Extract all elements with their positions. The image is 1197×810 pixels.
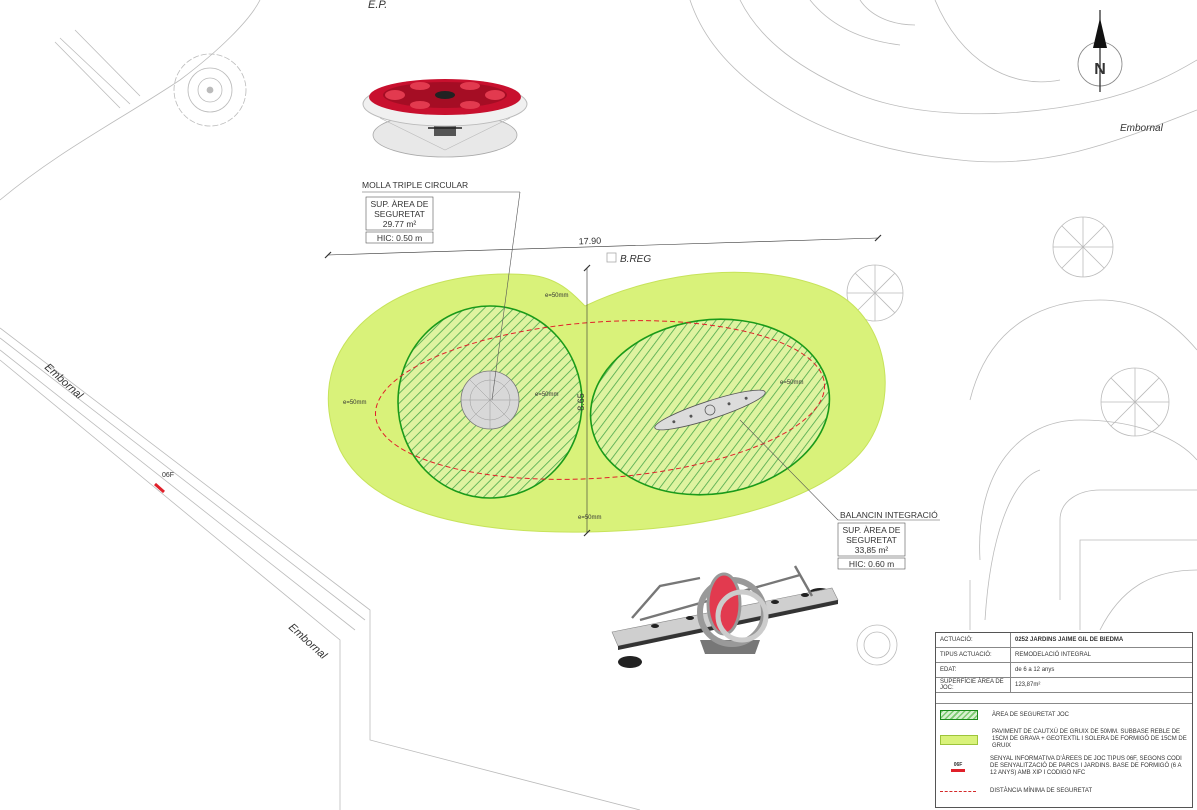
balancin-area-label-1: SUP. ÀREA DE <box>843 525 901 535</box>
molla-plan <box>460 370 520 430</box>
north-label: N <box>1094 61 1106 78</box>
palm-tree-symbol <box>846 216 1170 666</box>
molla-area-value: 29.77 m² <box>383 219 417 229</box>
legend-item-rubber: PAVIMENT DE CAUTXÚ DE GRUIX DE 50MM. SUB… <box>936 726 1192 753</box>
info-row-edat: EDAT: de 6 a 12 anys <box>936 663 1192 678</box>
molla-callout <box>362 191 521 401</box>
info-value: 123,87m² <box>1010 678 1192 692</box>
info-key: SUPERFÍCIE ÀREA DE JOC: <box>940 679 1004 691</box>
north-arrow: N <box>1077 10 1123 92</box>
breg-box <box>606 252 617 263</box>
thickness-label: e=50mm <box>535 392 559 398</box>
tree-symbol <box>173 53 247 127</box>
balancin-hic: HIC: 0.60 m <box>849 559 894 569</box>
info-row-tipus: TIPUS ACTUACIÓ: REMODELACIÓ INTEGRAL <box>936 648 1192 663</box>
balancin-area-label-2: SEGURETAT <box>846 535 897 545</box>
legend-text: SENYAL INFORMATIVA D'ÀREES DE JOC TIPUS … <box>990 756 1182 776</box>
hatch-swatch-icon <box>940 710 978 720</box>
info-value: de 6 a 12 anys <box>1010 663 1192 677</box>
thickness-label: e=50mm <box>578 515 602 521</box>
ep-label: E.P. <box>368 0 387 11</box>
molla-illustration <box>362 79 528 158</box>
sign-code-label: 06F <box>162 472 174 479</box>
dimension-height <box>583 264 591 537</box>
green-swatch-icon <box>940 734 978 745</box>
legend-text: PAVIMENT DE CAUTXÚ DE GRUIX DE 50MM. SUB… <box>992 729 1187 749</box>
thickness-label: e=50mm <box>343 400 367 406</box>
sign-swatch-label: 06F <box>953 761 963 768</box>
legend-text: DISTÀNCIA MÍNIMA DE SEGURETAT <box>990 787 1093 794</box>
info-key: EDAT: <box>940 667 957 673</box>
thickness-label: e=50mm <box>545 293 569 299</box>
dimension-height-label: 8.65 <box>576 393 586 411</box>
info-value: 0252 JARDINS JAIME GIL DE BIEDMA <box>1010 633 1192 647</box>
legend-item-sign: 06F SENYAL INFORMATIVA D'ÀREES DE JOC TI… <box>936 753 1192 780</box>
molla-title: MOLLA TRIPLE CIRCULAR <box>362 180 468 190</box>
legend-text: ÀREA DE SEGURETAT JOC <box>992 711 1070 718</box>
info-value: REMODELACIÓ INTEGRAL <box>1010 648 1192 662</box>
molla-hic: HIC: 0.50 m <box>377 233 422 243</box>
breg-label: B.REG <box>620 254 651 265</box>
title-block: ACTUACIÓ: 0252 JARDINS JAIME GIL DE BIED… <box>935 632 1193 808</box>
legend-item-safety-area: ÀREA DE SEGURETAT JOC <box>936 704 1192 726</box>
sign-marker <box>154 482 165 494</box>
sign-swatch-icon: 06F <box>940 762 976 772</box>
legend-item-min-distance: DISTÀNCIA MÍNIMA DE SEGURETAT <box>936 780 1192 802</box>
info-row-superficie: SUPERFÍCIE ÀREA DE JOC: 123,87m² <box>936 678 1192 693</box>
balancin-plan <box>654 389 766 431</box>
balancin-title: BALANCIN INTEGRACIÓ <box>840 510 938 520</box>
dimension-width-label: 17.90 <box>578 236 601 247</box>
balancin-illustration <box>611 565 839 668</box>
info-row-actuacio: ACTUACIÓ: 0252 JARDINS JAIME GIL DE BIED… <box>936 633 1192 648</box>
embornal-label: Embornal <box>1120 123 1164 134</box>
molla-area-label-1: SUP. ÀREA DE <box>371 199 429 209</box>
balancin-callout <box>739 419 940 570</box>
dimension-width <box>324 234 882 259</box>
embornal-label: Embornal <box>286 621 329 662</box>
thickness-label: e=50mm <box>780 380 804 386</box>
info-key: ACTUACIÓ: <box>940 637 973 643</box>
balancin-area-value: 33,85 m² <box>855 545 889 555</box>
dashed-line-icon <box>940 790 976 792</box>
info-key: TIPUS ACTUACIÓ: <box>940 652 992 658</box>
molla-area-label-2: SEGURETAT <box>374 209 425 219</box>
min-safety-distance <box>374 320 826 480</box>
embornal-label: Embornal <box>42 361 85 402</box>
